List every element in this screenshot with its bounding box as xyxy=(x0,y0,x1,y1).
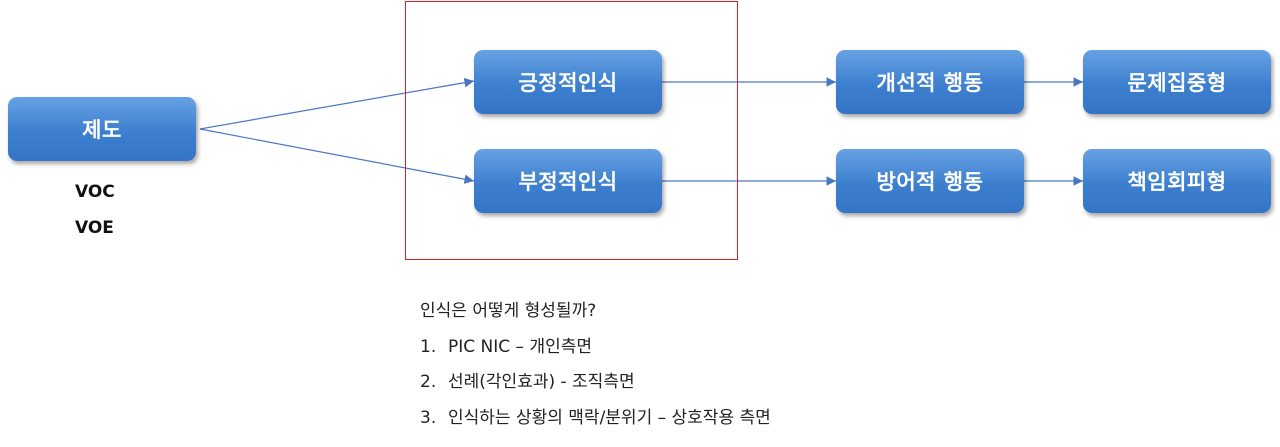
notes-item-number: 3. xyxy=(420,407,437,428)
notes-item: 3. 인식하는 상황의 맥락/분위기 – 상호작용 측면 xyxy=(420,401,771,437)
notes-block: 인식은 어떻게 형성될까? 1. PIC NIC – 개인측면 2. 선례(각인효과… xyxy=(420,294,771,436)
edge-institution-to-negative xyxy=(199,128,475,184)
notes-item-number: 2. xyxy=(420,372,437,392)
node-positive-perception: 긍정적인식 xyxy=(474,50,662,114)
tag-voe: VOE xyxy=(75,218,114,238)
node-improvement-behavior: 개선적 행동 xyxy=(836,50,1024,114)
notes-item-text: 인식하는 상황의 맥락/분위기 – 상호작용 측면 xyxy=(448,407,771,428)
notes-question: 인식은 어떻게 형성될까? xyxy=(420,301,597,321)
node-problem-focused: 문제집중형 xyxy=(1083,50,1271,114)
edge-institution-to-positive xyxy=(199,77,475,130)
node-defensive-behavior: 방어적 행동 xyxy=(836,149,1024,213)
node-responsibility-avoidance: 책임회피형 xyxy=(1083,149,1271,213)
notes-item: 1. PIC NIC – 개인측면 xyxy=(420,330,771,366)
notes-item-text: 선례(각인효과) - 조직측면 xyxy=(448,372,635,392)
node-negative-perception: 부정적인식 xyxy=(474,149,662,213)
notes-item: 2. 선례(각인효과) - 조직측면 xyxy=(420,365,771,401)
tag-voc: VOC xyxy=(75,182,115,202)
perception-highlight-frame xyxy=(405,1,738,260)
node-institution: 제도 xyxy=(8,97,196,161)
notes-item-number: 1. xyxy=(420,336,437,357)
notes-item-text: PIC NIC – 개인측면 xyxy=(448,336,593,357)
